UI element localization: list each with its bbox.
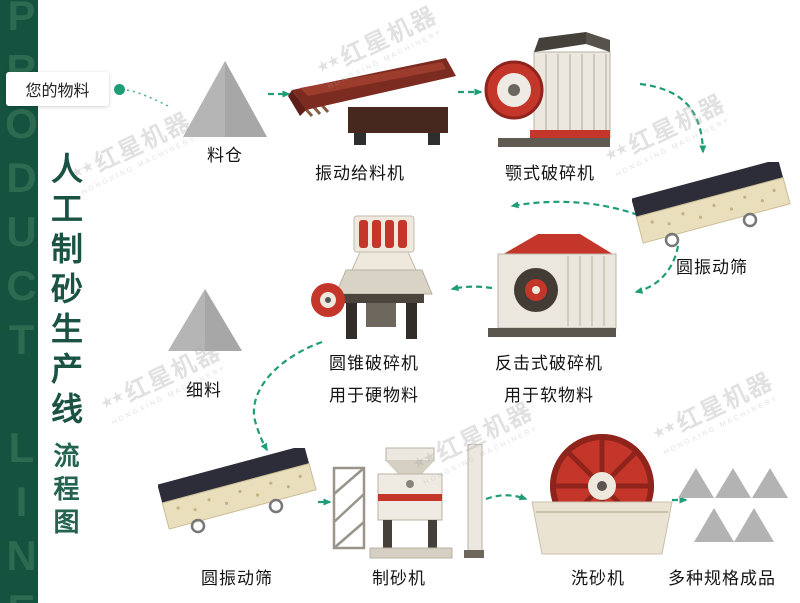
sand-washer-illustration — [531, 434, 673, 555]
vibrating-screen-bottom-illustration — [158, 448, 317, 534]
material-dot — [114, 84, 125, 95]
products-illustration — [678, 468, 788, 542]
arrow-sandmaker-to-washer — [485, 493, 528, 501]
vibrating-feeder-illustration — [288, 58, 456, 145]
label-sand-maker: 制砂机 — [372, 569, 426, 588]
arrow-screen-to-impact — [634, 245, 680, 294]
label-sand-washer: 洗砂机 — [571, 569, 625, 588]
arrow-fine-to-screen-bottom — [252, 340, 323, 452]
material-label-chip: 您的物料 — [6, 72, 109, 106]
vibrating-screen-top-illustration — [632, 162, 791, 248]
sand-maker-illustration — [332, 444, 484, 559]
label-silo: 料仓 — [207, 146, 243, 165]
label-screen-bottom: 圆振动筛 — [201, 569, 273, 588]
page-subtitle: 流程图 — [50, 442, 80, 541]
note-impact-crusher: 用于软物料 — [504, 386, 594, 405]
jaw-crusher-illustration — [484, 32, 611, 147]
page-title: 人工制砂生产线 — [47, 152, 83, 432]
silo-illustration — [183, 61, 267, 137]
label-impact-crusher: 反击式破碎机 — [495, 354, 603, 373]
cone-crusher-illustration — [311, 215, 433, 339]
label-feeder: 振动给料机 — [315, 164, 405, 183]
label-cone-crusher: 圆锥破碎机 — [329, 354, 419, 373]
label-screen-top: 圆振动筛 — [676, 258, 748, 277]
label-fine-material: 细料 — [186, 381, 222, 400]
arrow-jaw-to-screen-top — [639, 82, 707, 154]
arrow-screen-to-cone — [510, 200, 639, 217]
label-products: 多种规格成品 — [668, 569, 776, 588]
arrow-impact-to-cone — [450, 284, 493, 292]
fine-material-illustration — [168, 289, 242, 351]
label-jaw-crusher: 颚式破碎机 — [505, 164, 595, 183]
connector-material-to-silo — [126, 89, 171, 108]
note-cone-crusher: 用于硬物料 — [329, 386, 419, 405]
impact-crusher-illustration — [488, 234, 617, 337]
